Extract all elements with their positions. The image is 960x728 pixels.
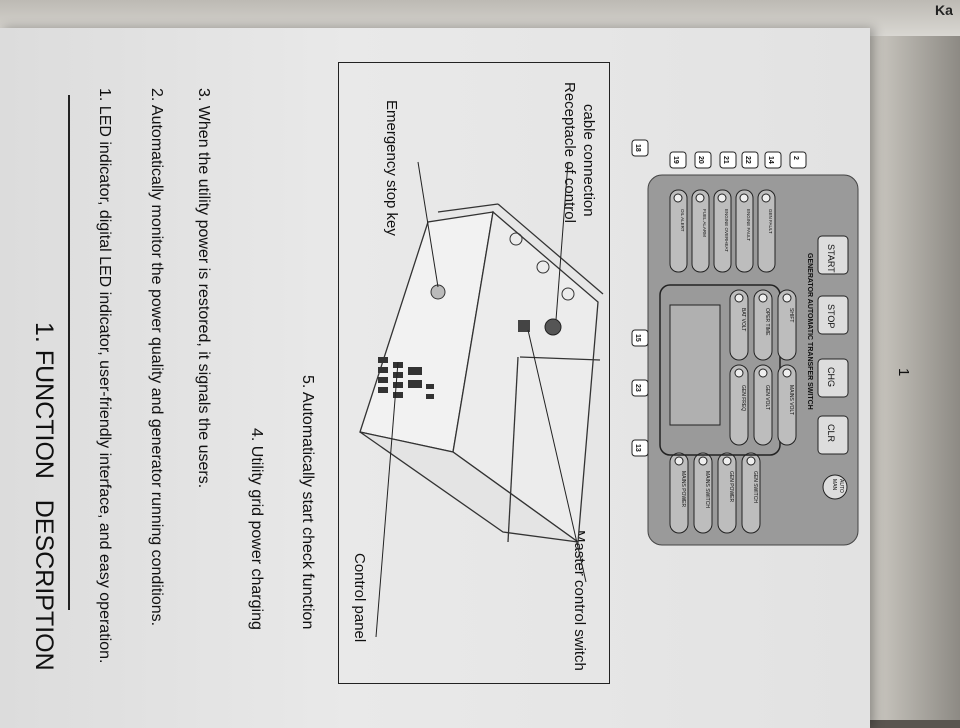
led-left-1 <box>693 452 713 534</box>
led-mid-1 <box>753 364 773 446</box>
callout-top-23: 23 <box>634 384 641 392</box>
callout-right-22-box <box>741 151 759 169</box>
control-panel-diagram: MAINS POWER MAINS SWITCH GEN POWER GEN SWIT… <box>647 174 859 546</box>
led-dot-right-0 <box>673 193 683 203</box>
led-right-label-4: GEN FAULT <box>768 209 773 234</box>
led-left-label-1: MAINS SWITCH <box>704 471 710 508</box>
button-label-chg: CHG <box>826 367 836 387</box>
section-number: 1. <box>30 322 58 343</box>
callout-right-2-box <box>789 151 807 169</box>
led-left-label-0: MAINS POWER <box>680 471 686 508</box>
section-title: FUNCTION DESCRIPTION <box>30 349 58 671</box>
mode-label-auto: AUTO <box>838 479 844 493</box>
led-left-label-3: GEN SWITCH <box>752 471 758 503</box>
led-mid-label-2: MAINS VOLT <box>788 385 794 415</box>
led-right-label-2: ENGINE OVERHEAT <box>724 209 729 252</box>
item-5: 5. Automatically start check function <box>299 375 316 630</box>
callout-right-22: 22 <box>744 156 751 164</box>
button-label-start: START <box>826 244 836 273</box>
led-mid2-label-2: SHIFT <box>788 308 794 322</box>
led-mid-label-1: GEN VOLT <box>764 385 770 410</box>
callout-right-21: 21 <box>722 156 729 164</box>
led-mid-2 <box>777 364 797 446</box>
mode-label-man: MAN <box>831 479 837 491</box>
section-heading: 1. FUNCTION DESCRIPTION <box>29 322 58 671</box>
led-right-label-1: FUEL ALARM <box>702 209 707 237</box>
led-dot-mid-2 <box>782 368 792 378</box>
led-mid2-2 <box>777 289 797 361</box>
callout-top-15: 15 <box>634 334 641 342</box>
mode-button <box>822 474 848 500</box>
led-dot-left-2 <box>722 456 732 466</box>
callout-right-2: 2 <box>792 156 799 160</box>
button-start <box>817 235 849 275</box>
led-dot-right-1 <box>695 193 705 203</box>
led-dot-mid-0 <box>734 368 744 378</box>
led-dot-right-3 <box>739 193 749 203</box>
led-right-0 <box>669 189 688 273</box>
led-dot-right-4 <box>761 193 771 203</box>
led-mid2-label-0: BAT VOLT <box>740 308 746 331</box>
callout-top-18-box <box>631 139 649 157</box>
callout-top-13-box <box>631 439 649 457</box>
led-dot-left-1 <box>698 456 708 466</box>
callout-top-13: 13 <box>634 444 641 452</box>
callout-right-20-box <box>694 151 712 169</box>
led-left-3 <box>741 452 761 534</box>
led-dot-mid2-1 <box>758 293 768 303</box>
item-1: 1. LED indicator, digital LED indicator,… <box>96 88 113 664</box>
led-mid-0 <box>729 364 749 446</box>
item-3: 3. When the utility power is restored, i… <box>195 88 212 489</box>
item-4: 4. Utility grid power charging <box>248 428 265 630</box>
callout-top-18: 18 <box>634 144 641 152</box>
page-number: 1 <box>895 368 912 377</box>
callout-right-20: 20 <box>697 156 704 164</box>
callout-right-19: 19 <box>672 156 679 164</box>
button-label-stop: STOP <box>826 304 836 328</box>
led-dot-right-2 <box>717 193 727 203</box>
item-2: 2. Automatically monitor the power quali… <box>148 88 165 627</box>
led-mid2-1 <box>753 289 773 361</box>
led-left-2 <box>717 452 737 534</box>
button-label-clr: CLR <box>826 424 836 443</box>
led-right-4 <box>757 189 776 273</box>
led-mid-label-0: GEN FREQ <box>740 385 746 411</box>
led-dot-mid2-0 <box>734 293 744 303</box>
led-dot-left-3 <box>746 456 756 466</box>
callout-top-23-box <box>631 379 649 397</box>
button-chg <box>817 358 849 398</box>
led-dot-mid-1 <box>758 368 768 378</box>
led-left-label-2: GEN POWER <box>728 471 734 503</box>
device-illustration <box>359 161 604 638</box>
heading-rule <box>68 95 70 610</box>
led-right-label-0: OIL ALERT <box>680 209 685 232</box>
callout-right-14: 14 <box>767 156 774 164</box>
callout-right-14-box <box>764 151 782 169</box>
button-clr <box>817 415 849 455</box>
led-dot-mid2-2 <box>782 293 792 303</box>
figure-frame <box>338 62 610 684</box>
led-right-3 <box>735 189 754 273</box>
edge-text: Ka <box>935 2 953 18</box>
led-right-1 <box>691 189 710 273</box>
led-left-0 <box>669 452 689 534</box>
panel-callouts: 13 23 15 18 19 20 21 22 14 2 <box>631 139 807 457</box>
led-mid2-0 <box>729 289 749 361</box>
led-dot-left-0 <box>674 456 684 466</box>
led-mid2-label-1: OPER TIME <box>764 308 770 336</box>
callout-right-19-box <box>669 151 687 169</box>
lcd-screen <box>669 304 721 426</box>
callout-top-15-box <box>631 329 649 347</box>
callout-right-21-box <box>719 151 737 169</box>
led-right-label-3: ENGINE FAULT <box>746 209 751 241</box>
panel-title: GENERATOR AUTOMATIC TRANSFER SWITCH <box>806 253 813 410</box>
button-stop <box>817 295 849 335</box>
led-right-2 <box>713 189 732 273</box>
